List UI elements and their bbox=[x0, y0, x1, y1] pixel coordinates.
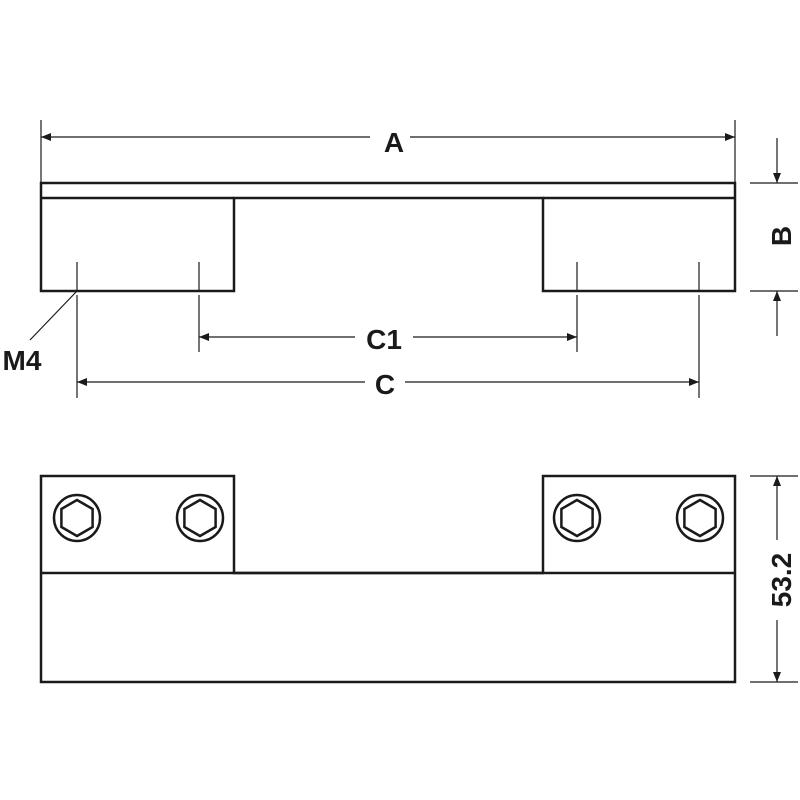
bolt-head-2 bbox=[175, 493, 225, 543]
dimension-label-c: C bbox=[375, 369, 395, 400]
dimension-label-depth: 53.2 bbox=[766, 553, 797, 608]
bolt-head-3 bbox=[552, 493, 602, 543]
side-view: A C1 C M4 B bbox=[3, 120, 798, 400]
bolt-head-1 bbox=[52, 493, 102, 543]
top-view: 53.2 bbox=[39, 474, 798, 684]
dimension-label-b: B bbox=[766, 226, 797, 246]
thread-label-m4: M4 bbox=[3, 345, 42, 376]
bolt-head-4 bbox=[675, 493, 725, 543]
handle-top-outline bbox=[39, 474, 737, 684]
m4-leader-line bbox=[29, 290, 78, 341]
dimension-label-c1: C1 bbox=[366, 324, 402, 355]
dimension-label-a: A bbox=[384, 127, 404, 158]
